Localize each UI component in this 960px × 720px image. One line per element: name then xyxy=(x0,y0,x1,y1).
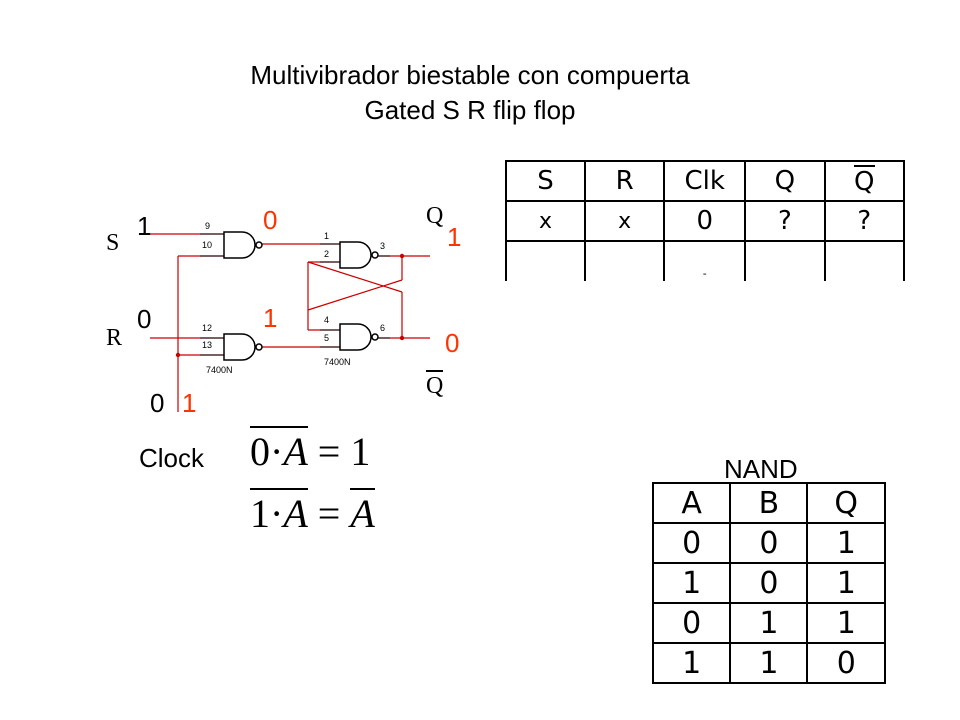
sr-truth-table: S R Clk Q Q x x 0 ? ? - xyxy=(504,160,906,281)
qbar-label: Q xyxy=(426,370,444,400)
pin-12: 12 xyxy=(202,323,213,333)
header-s: S xyxy=(504,160,587,202)
nand-gate-1 xyxy=(223,231,256,259)
header-q: Q xyxy=(744,160,826,202)
pin-2: 2 xyxy=(324,249,330,259)
pin-10: 10 xyxy=(202,240,213,250)
r-label: R xyxy=(106,325,123,351)
qbar-output-value: 0 xyxy=(445,328,460,358)
nand-table-label: NAND xyxy=(724,454,798,484)
nand-gate-4 xyxy=(339,323,372,351)
r-input-value: 0 xyxy=(137,304,152,334)
clk-value-0: 0 xyxy=(150,388,165,418)
gate2-output-value: 1 xyxy=(263,303,278,333)
table-header-row: S R Clk Q Q xyxy=(504,160,906,202)
nand-truth-table: A B Q 0 0 1 1 0 1 0 1 1 1 1 0 xyxy=(651,482,886,684)
q-label: Q xyxy=(426,203,444,229)
pin-1: 1 xyxy=(324,231,330,241)
header-a: A xyxy=(651,482,732,524)
nand-gate-3 xyxy=(339,241,372,269)
table-row: 1 0 1 xyxy=(651,562,886,604)
nand-gate-3-bubble xyxy=(371,251,379,259)
clk-value-1: 1 xyxy=(182,388,197,418)
table-row: x x 0 ? ? xyxy=(504,200,906,242)
header-r: R xyxy=(584,160,666,202)
page-title: Multivibrador biestable con compuerta Ga… xyxy=(0,60,940,126)
header-qbar: Q xyxy=(823,160,906,202)
title-line-1: Multivibrador biestable con compuerta xyxy=(250,60,690,90)
title-line-2: Gated S R flip flop xyxy=(364,95,576,125)
table-row: - xyxy=(504,240,906,281)
table-row: 1 1 0 xyxy=(651,642,886,684)
pin-9: 9 xyxy=(205,221,211,231)
clock-label: Clock xyxy=(139,443,205,473)
pin-4: 4 xyxy=(324,315,330,325)
s-input-value: 1 xyxy=(137,211,152,241)
table-row: 0 1 1 xyxy=(651,602,886,644)
header-q-nand: Q xyxy=(806,482,886,524)
chip-label-right: 7400N xyxy=(324,357,351,367)
gate1-output-value: 0 xyxy=(263,205,278,235)
table-row: 0 0 1 xyxy=(651,522,886,564)
formula-1: 0·A = 1 xyxy=(250,426,370,475)
header-b: B xyxy=(729,482,809,524)
nand-gate-4-bubble xyxy=(371,333,379,341)
nand-gate-1-bubble xyxy=(255,241,263,249)
chip-label-left: 7400N xyxy=(206,365,233,375)
q-output-value: 1 xyxy=(447,222,462,252)
pin-3: 3 xyxy=(380,241,386,251)
nand-gate-2-bubble xyxy=(255,343,263,351)
formula-2: 1·A = A xyxy=(250,488,375,537)
s-label: S xyxy=(106,230,120,256)
header-clk: Clk xyxy=(663,160,747,202)
pin-6: 6 xyxy=(380,323,386,333)
pin-5: 5 xyxy=(324,333,330,343)
pin-13: 13 xyxy=(202,340,213,350)
nand-gate-2 xyxy=(223,333,256,361)
table-header-row: A B Q xyxy=(651,482,886,524)
